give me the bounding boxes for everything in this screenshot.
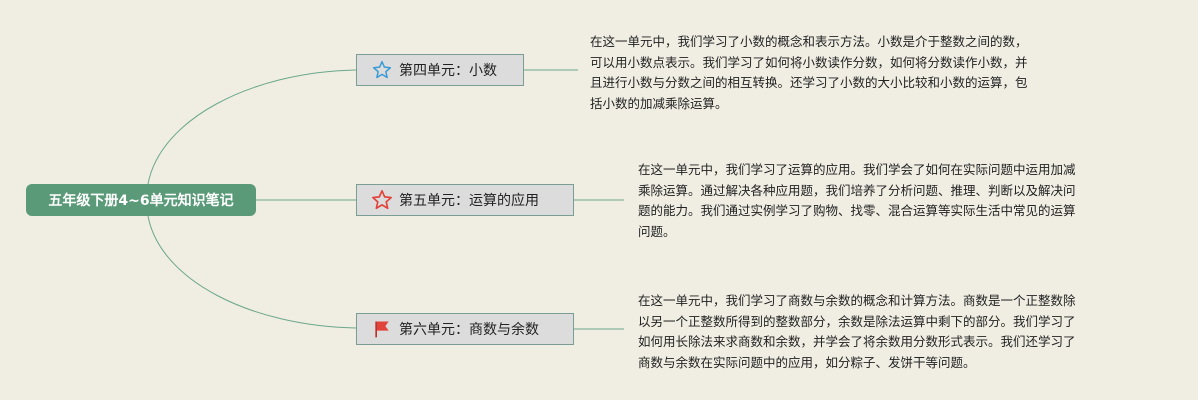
note-line: 在这一单元中，我们学习了商数与余数的概念和计算方法。商数是一个正整数除 — [638, 293, 1076, 308]
note-line: 可以用小数点表示。我们学习了如何将小数读作分数，如何将分数读作小数，并 — [590, 54, 1028, 70]
note-line: 在这一单元中，我们学习了小数的概念和表示方法。小数是介于整数之间的数， — [590, 34, 1028, 49]
note-line: 以另一个正整数所得到的整数部分，余数是除法运算中剩下的部分。我们学习了 — [638, 313, 1076, 329]
star-outline-icon — [371, 189, 393, 211]
note-unit-6: 在这一单元中，我们学习了商数与余数的概念和计算方法。商数是一个正整数除 以另一个… — [638, 291, 1076, 373]
root-topic-label: 五年级下册4~6单元知识笔记 — [48, 193, 234, 209]
connector-root-to-unit4 — [147, 69, 357, 185]
note-line: 括小数的加减乘除运算。 — [590, 95, 728, 111]
star-outline-icon — [371, 59, 393, 81]
note-line: 如何用长除法来求商数和余数，并学会了将余数用分数形式表示。我们还学习了 — [638, 334, 1076, 349]
flag-icon — [371, 318, 393, 340]
note-line: 题的能力。我们通过实例学习了购物、找零、混合运算等实际生活中常见的运算 — [638, 203, 1076, 218]
root-topic[interactable]: 五年级下册4~6单元知识笔记 — [26, 184, 256, 216]
topic-unit-5[interactable]: 第五单元：运算的应用 — [356, 184, 574, 216]
topic-unit-6-label: 第六单元：商数与余数 — [399, 322, 539, 338]
topic-unit-5-label: 第五单元：运算的应用 — [399, 193, 539, 209]
note-line: 问题。 — [638, 223, 676, 239]
connector-root-to-unit6 — [147, 215, 357, 329]
topic-unit-6[interactable]: 第六单元：商数与余数 — [356, 313, 574, 345]
topic-unit-4-label: 第四单元：小数 — [399, 63, 497, 79]
note-line: 乘除运算。通过解决各种应用题，我们培养了分析问题、推理、判断以及解决问 — [638, 182, 1076, 198]
note-unit-4: 在这一单元中，我们学习了小数的概念和表示方法。小数是介于整数之间的数， 可以用小… — [590, 32, 1028, 114]
note-unit-5: 在这一单元中，我们学习了运算的应用。我们学会了如何在实际问题中运用加减 乘除运算… — [638, 160, 1076, 242]
note-line: 在这一单元中，我们学习了运算的应用。我们学会了如何在实际问题中运用加减 — [638, 162, 1076, 177]
note-line: 商数与余数在实际问题中的应用，如分粽子、发饼干等问题。 — [638, 354, 976, 370]
note-line: 且进行小数与分数之间的相互转换。还学习了小数的大小比较和小数的运算，包 — [590, 75, 1028, 90]
topic-unit-4[interactable]: 第四单元：小数 — [356, 54, 524, 86]
